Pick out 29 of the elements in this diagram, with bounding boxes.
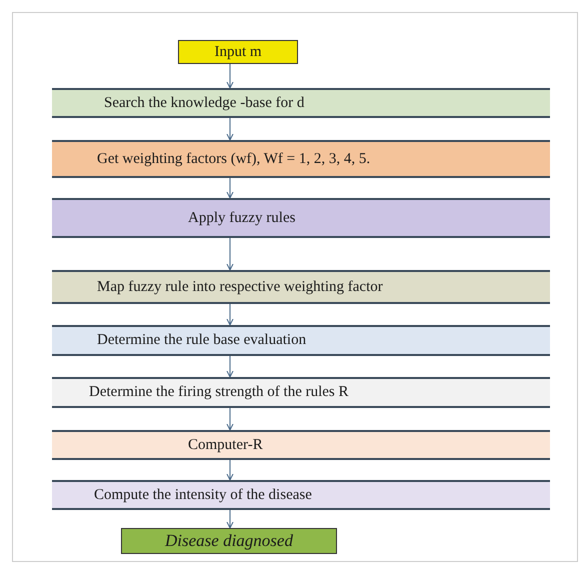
arrow — [226, 460, 234, 480]
arrow — [226, 356, 234, 378]
step-text: Determine the rule base evaluation — [97, 331, 306, 350]
step-text: Computer-R — [188, 436, 263, 454]
process-box — [52, 480, 550, 510]
process-box — [52, 198, 550, 238]
terminal-box — [121, 528, 337, 554]
process-box — [52, 140, 550, 178]
arrow — [226, 64, 234, 88]
arrow — [226, 304, 234, 326]
arrow — [226, 238, 234, 270]
process-box — [52, 325, 550, 356]
terminal-box — [178, 40, 298, 64]
process-box — [52, 88, 550, 118]
step-text: Apply fuzzy rules — [188, 208, 296, 228]
arrow — [226, 408, 234, 430]
process-box — [52, 377, 550, 408]
arrow — [226, 118, 234, 140]
arrow — [226, 178, 234, 198]
step-text: Compute the intensity of the disease — [94, 486, 312, 504]
step-text: Get weighting factors (wf), Wf = 1, 2, 3, 4, 5. — [97, 150, 370, 168]
step-text: Search the knowledge -base for d — [104, 94, 304, 112]
arrow — [226, 510, 234, 528]
process-box — [52, 270, 550, 304]
process-box — [52, 430, 550, 460]
step-text: Map fuzzy rule into respective weighting factor — [97, 278, 383, 296]
step-text: Input m — [214, 42, 262, 62]
step-text: Determine the firing strength of the rules R — [89, 383, 349, 402]
step-text: Disease diagnosed — [165, 530, 293, 552]
